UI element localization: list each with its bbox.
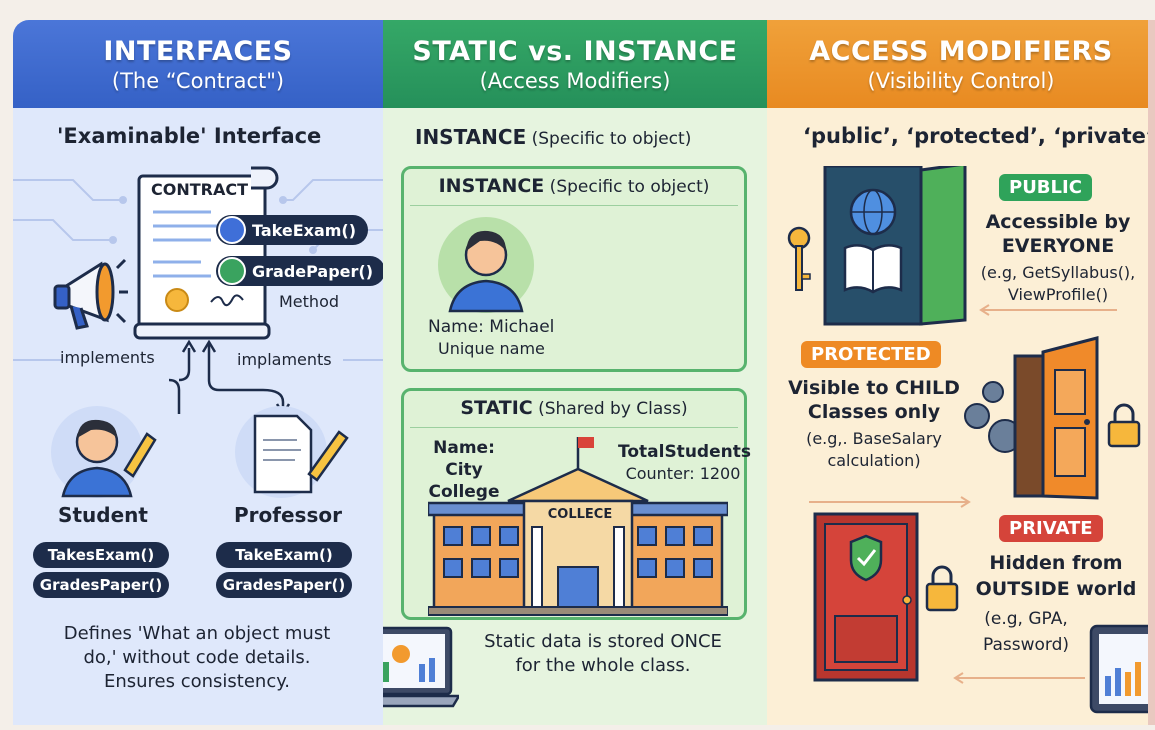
- method-label: Method: [279, 292, 340, 311]
- static-box-title-rest: (Shared by Class): [532, 399, 688, 419]
- static-box: STATIC (Shared by Class) Name: City Coll…: [401, 388, 751, 620]
- instance-name: Name: Michael: [428, 317, 555, 337]
- private-example: (e.g, GPA, Password): [961, 606, 1091, 658]
- interfaces-header: INTERFACES (The “Contract"): [13, 20, 383, 108]
- static-instance-subtitle: (Access Modifiers): [479, 68, 671, 93]
- college-building-icon: [428, 437, 728, 616]
- method-grade-paper: GradePaper(): [216, 256, 383, 286]
- access-modifiers-column: ACCESS MODIFIERS (Visibility Control) ‘p…: [767, 20, 1155, 725]
- student-avatar-icon: [51, 406, 157, 498]
- static-counter-title: TotalStudents: [618, 442, 751, 462]
- access-title: ACCESS MODIFIERS: [809, 35, 1113, 67]
- public-example: (e.g, GetSyllabus(), ViewProfile(): [967, 262, 1149, 306]
- student-name: Student: [58, 503, 148, 527]
- interfaces-column: INTERFACES (The “Contract") 'Examinable'…: [13, 20, 383, 725]
- public-desc: Accessible by EVERYONE: [967, 210, 1149, 258]
- private-door-icon: [813, 512, 959, 682]
- static-footer-line-1: Static data is stored ONCE: [484, 631, 722, 652]
- protected-badge: PROTECTED: [801, 341, 941, 368]
- method-take-exam-label: TakeExam(): [252, 220, 357, 240]
- static-instance-header: STATIC vs. INSTANCE (Access Modifiers): [383, 20, 767, 108]
- megaphone-icon: [53, 258, 128, 330]
- static-instance-title: STATIC vs. INSTANCE: [412, 35, 738, 67]
- static-box-title: STATIC (Shared by Class): [404, 397, 744, 419]
- instance-box: INSTANCE (Specific to object) Name: Mich…: [401, 166, 747, 372]
- access-header: ACCESS MODIFIERS (Visibility Control): [767, 20, 1155, 108]
- laptop-chart-icon: [383, 626, 459, 708]
- instance-section-title-rest: (Specific to object): [526, 129, 692, 149]
- interfaces-footer: Defines 'What an object must do,' withou…: [21, 622, 373, 694]
- professor-method-1: TakeExam(): [216, 542, 352, 568]
- static-counter-value: Counter: 1200: [625, 464, 741, 483]
- public-arrow: [979, 304, 1117, 316]
- interfaces-footer-line-1: Defines 'What an object must: [63, 623, 331, 644]
- access-section-title: ‘public’, ‘protected’, ‘private’: [803, 124, 1154, 148]
- protected-arrow: [809, 496, 971, 508]
- tablet-chart-icon: [1089, 624, 1155, 714]
- static-footer: Static data is stored ONCE for the whole…: [453, 630, 753, 678]
- protected-example-line-1: (e.g,. BaseSalary: [806, 429, 942, 448]
- public-badge: PUBLIC: [999, 174, 1092, 201]
- interfaces-footer-line-2: do,' without code details.: [83, 647, 311, 668]
- public-door-icon: [787, 166, 967, 326]
- private-desc: Hidden from OUTSIDE world: [961, 550, 1151, 602]
- student-method-2: GradesPaper(): [33, 572, 169, 598]
- instance-desc: Unique name: [438, 339, 545, 358]
- static-footer-line-2: for the whole class.: [515, 655, 691, 676]
- static-instance-column: STATIC vs. INSTANCE (Access Modifiers) I…: [383, 20, 767, 725]
- protected-desc-line-2: Classes only: [807, 401, 941, 423]
- interfaces-title: INTERFACES: [103, 35, 293, 67]
- college-sign: COLLECE: [547, 507, 613, 522]
- interfaces-subtitle: (The “Contract"): [111, 68, 285, 93]
- interfaces-footer-line-3: Ensures consistency.: [103, 671, 291, 692]
- method-take-exam: TakeExam(): [216, 215, 369, 245]
- instance-box-title-rest: (Specific to object): [544, 177, 710, 197]
- protected-door-icon: [964, 336, 1141, 500]
- checklist-icon: [218, 216, 246, 244]
- professor-name: Professor: [234, 503, 342, 527]
- private-arrow: [953, 672, 1085, 684]
- contract-label: CONTRACT: [151, 180, 249, 199]
- grade-icon: [218, 257, 246, 285]
- static-name-label: Name:: [433, 438, 495, 458]
- public-desc-line-2: EVERYONE: [1001, 235, 1115, 257]
- right-edge-strip: [1148, 20, 1155, 725]
- private-badge: PRIVATE: [999, 515, 1103, 542]
- access-subtitle: (Visibility Control): [867, 68, 1055, 93]
- protected-desc: Visible to CHILD Classes only: [783, 376, 965, 424]
- instance-box-title: INSTANCE (Specific to object): [404, 175, 744, 197]
- static-name: Name: City College: [414, 437, 514, 503]
- static-name-value: City College: [428, 460, 500, 502]
- private-desc-line-2: OUTSIDE world: [975, 578, 1137, 600]
- implements-label-left: implements: [60, 348, 155, 367]
- public-example-line-1: (e.g, GetSyllabus(),: [980, 263, 1136, 282]
- interface-section-title: 'Examinable' Interface: [57, 124, 322, 148]
- static-box-divider: [410, 427, 738, 428]
- instance-box-divider: [410, 205, 738, 206]
- instance-section-title-bold: INSTANCE: [415, 125, 527, 149]
- private-desc-line-1: Hidden from: [989, 552, 1123, 574]
- student-method-1: TakesExam(): [33, 542, 169, 568]
- instance-section-title: INSTANCE (Specific to object): [415, 125, 691, 149]
- professor-paper-icon: [235, 406, 349, 498]
- static-counter: TotalStudents Counter: 1200: [618, 441, 751, 485]
- michael-avatar-icon: [438, 217, 534, 313]
- private-example-line-2: Password): [982, 635, 1070, 655]
- protected-example-line-2: calculation): [827, 451, 921, 470]
- instance-box-title-bold: INSTANCE: [438, 175, 545, 197]
- private-example-line-1: (e.g, GPA,: [984, 609, 1068, 629]
- protected-example: (e.g,. BaseSalary calculation): [783, 428, 965, 472]
- professor-method-2: GradesPaper(): [216, 572, 352, 598]
- circuit-decoration: [13, 179, 383, 361]
- method-grade-paper-label: GradePaper(): [252, 261, 374, 281]
- implements-label-right: implaments: [237, 350, 332, 369]
- public-example-line-2: ViewProfile(): [1007, 285, 1109, 304]
- protected-desc-line-1: Visible to CHILD: [788, 377, 960, 399]
- public-desc-line-1: Accessible by: [985, 211, 1131, 233]
- static-box-title-bold: STATIC: [460, 397, 533, 419]
